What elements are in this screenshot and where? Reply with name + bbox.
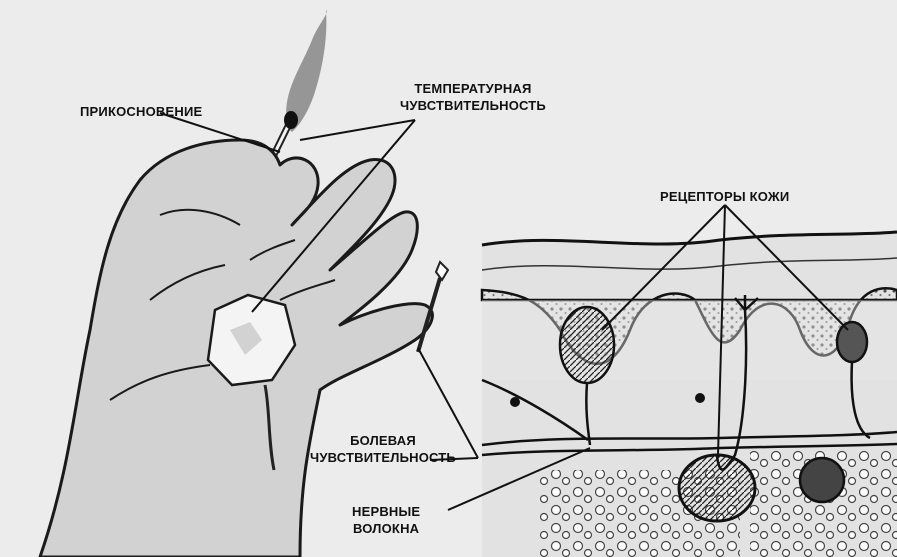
label-skin-receptors: РЕЦЕПТОРЫ КОЖИ <box>660 188 789 205</box>
label-pain-line2: ЧУВСТВИТЕЛЬНОСТЬ <box>310 449 456 466</box>
label-nerve-fibers: НЕРВНЫЕ ВОЛОКНА <box>352 503 420 537</box>
label-temperature-line2: ЧУВСТВИТЕЛЬНОСТЬ <box>400 97 546 114</box>
label-temperature-sensitivity: ТЕМПЕРАТУРНАЯ ЧУВСТВИТЕЛЬНОСТЬ <box>400 80 546 114</box>
label-nerve-line2: ВОЛОКНА <box>352 520 420 537</box>
label-pain-line1: БОЛЕВАЯ <box>310 432 456 449</box>
skin-section <box>482 232 897 557</box>
label-nerve-line1: НЕРВНЫЕ <box>352 503 420 520</box>
label-pain-sensitivity: БОЛЕВАЯ ЧУВСТВИТЕЛЬНОСТЬ <box>310 432 456 466</box>
label-temperature-line1: ТЕМПЕРАТУРНАЯ <box>400 80 546 97</box>
label-touch: ПРИКОСНОВЕНИЕ <box>80 103 202 120</box>
